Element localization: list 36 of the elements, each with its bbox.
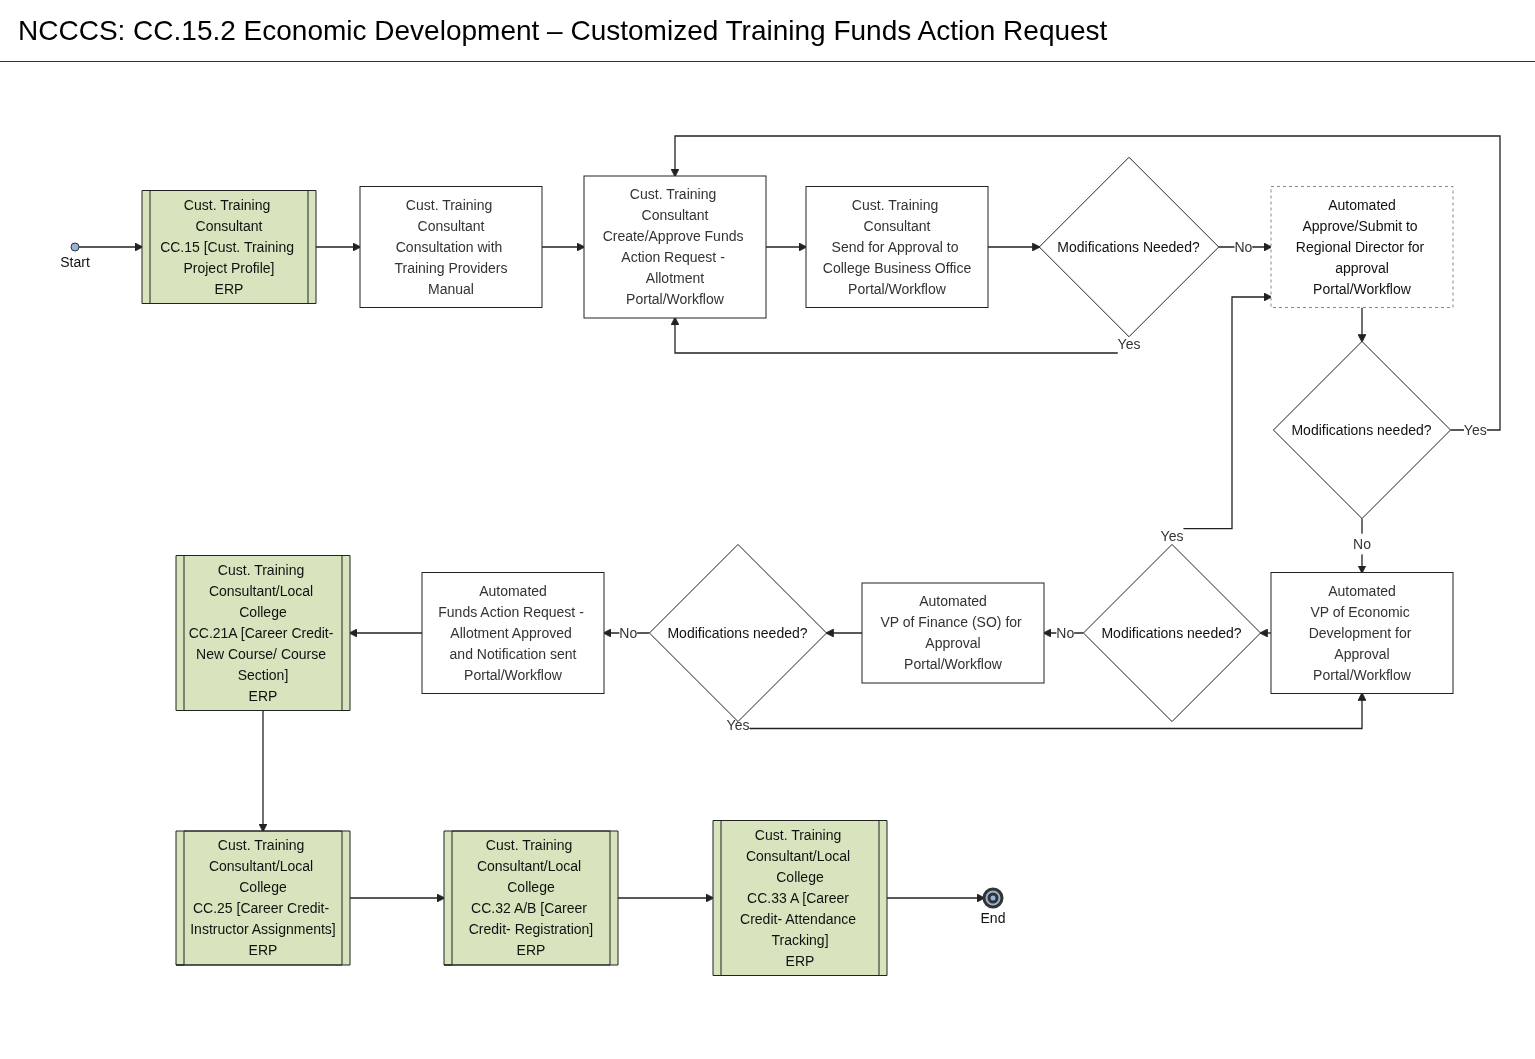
- node-circle: [982, 887, 1004, 909]
- edge-label: Yes: [1117, 336, 1141, 353]
- arrow: [315, 242, 362, 252]
- edge-label: Yes: [1463, 421, 1487, 438]
- edge-label: No: [1234, 238, 1253, 255]
- edge-label: Yes: [726, 716, 750, 733]
- node-box: Automated VP of Finance (SO) for Approval Portal/Workflow: [861, 582, 1045, 684]
- node-box: Automated Funds Action Request - Allotment Approved and Notification sent Portal/Workflow: [421, 572, 605, 694]
- arrow: [825, 628, 863, 638]
- arrow: [541, 242, 586, 252]
- node-diamond: Modifications needed?: [1272, 340, 1452, 520]
- node-diamond: Modifications Needed?: [1038, 156, 1220, 338]
- edge-label: No: [1353, 535, 1371, 552]
- diagram-title: NCCCS: CC.15.2 Economic Development – Customized Training Funds Action Request: [0, 0, 1535, 62]
- node-box: Cust. Training Consultant Consultation with Training Providers Manual: [359, 186, 543, 308]
- node-box: Automated VP of Economic Development for Approval Portal/Workflow: [1270, 572, 1454, 694]
- arrow: [258, 709, 268, 833]
- arrow: [765, 242, 808, 252]
- node-box: Cust. Training Consultant Send for Approval to College Business Office Portal/Workflow: [805, 186, 989, 308]
- arrow: [1357, 306, 1367, 343]
- arrow: [670, 135, 1501, 431]
- arrow: [349, 893, 446, 903]
- arrow: [1357, 517, 1367, 574]
- node-caption: End: [980, 910, 1006, 926]
- edge-label: No: [1056, 624, 1075, 641]
- edge-label: No: [619, 624, 638, 641]
- node-diamond: Modifications needed?: [1082, 543, 1262, 723]
- arrow: [1259, 628, 1272, 638]
- arrow: [78, 242, 144, 252]
- node-box: Automated Approve/Submit to Regional Director for approval Portal/Workflow: [1270, 186, 1454, 308]
- node-caption: Start: [60, 254, 90, 270]
- arrow: [617, 893, 715, 903]
- node-box: Cust. Training Consultant Create/Approve Funds Action Request - Allotment Portal/Workflow: [583, 175, 767, 319]
- edge-label: Yes: [1160, 528, 1184, 544]
- arrow: [987, 242, 1041, 252]
- node-circle: [70, 242, 80, 252]
